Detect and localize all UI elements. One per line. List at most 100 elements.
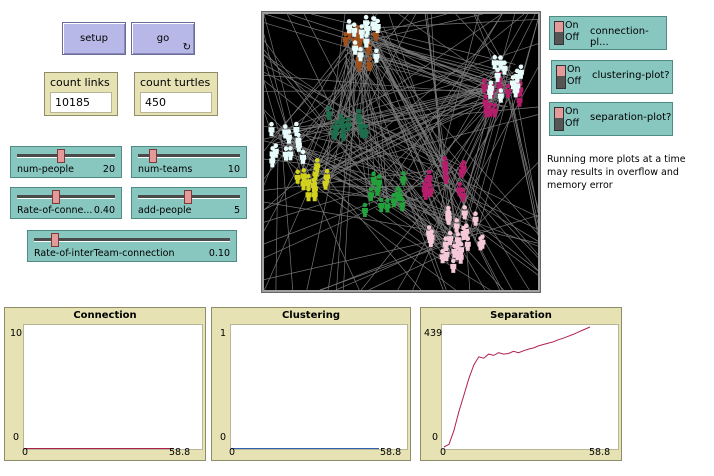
separation-plot-switch[interactable]: On Off separation-plot? (549, 102, 673, 136)
slider-thumb[interactable] (57, 149, 65, 163)
person-icon (447, 230, 454, 246)
connection-ymin-label: 0 (13, 432, 20, 443)
count-turtles-label: count turtles (140, 76, 211, 89)
person-icon (366, 56, 373, 72)
person-icon (295, 132, 302, 147)
person-icon (483, 103, 490, 118)
person-icon (497, 88, 504, 103)
connection-plot-switch[interactable]: On Off connection-pl... (549, 16, 667, 50)
person-icon (314, 158, 321, 173)
person-icon (346, 19, 353, 34)
person-icon (491, 54, 498, 70)
go-button-label: go (156, 33, 170, 44)
plot-warning-note: Running more plots at a time may results… (547, 153, 712, 192)
person-icon (374, 18, 381, 33)
person-icon (293, 121, 300, 136)
world-canvas (264, 14, 538, 290)
slider-track (34, 238, 230, 242)
person-icon (439, 249, 446, 264)
num-people-label: num-people (17, 164, 74, 175)
rate-of-connection-label: Rate-of-conne... (17, 205, 93, 216)
count-links-monitor: count links 10185 (44, 72, 118, 116)
person-icon (426, 169, 433, 184)
num-people-slider[interactable]: num-people 20 (10, 146, 122, 178)
person-icon (351, 22, 358, 37)
go-button[interactable]: go ↻ (131, 22, 195, 55)
person-icon (364, 20, 371, 35)
person-icon (472, 211, 479, 226)
slider-thumb[interactable] (149, 149, 157, 163)
clustering-plot-switch[interactable]: On Off clustering-plot? (551, 60, 673, 94)
switch-on-text: On (565, 106, 579, 117)
person-icon (300, 149, 306, 164)
person-icon (345, 117, 352, 132)
rate-of-connection-slider[interactable]: Rate-of-conne... 0.40 (10, 187, 122, 219)
person-icon (505, 83, 512, 98)
person-icon (517, 64, 524, 79)
note-line-3: memory error (547, 180, 613, 191)
rate-of-interteam-value: 0.10 (208, 248, 230, 259)
setup-button[interactable]: setup (62, 22, 126, 55)
connection-series-line (24, 448, 174, 449)
switch-toggle[interactable] (556, 65, 566, 89)
person-icon (322, 175, 329, 190)
person-icon (374, 181, 381, 196)
note-line-1: Running more plots at a time (547, 154, 686, 165)
count-turtles-value: 450 (140, 92, 212, 113)
person-icon (497, 55, 504, 70)
slider-track (17, 154, 115, 158)
num-teams-slider[interactable]: num-teams 10 (131, 146, 247, 178)
clustering-plot: Clustering 1 0 0 58.8 (211, 307, 411, 461)
world-view[interactable] (262, 12, 540, 292)
switch-off-text: Off (567, 76, 582, 87)
person-icon (305, 186, 312, 202)
count-links-value: 10185 (50, 92, 112, 113)
person-icon (358, 24, 365, 39)
separation-ymax-label: 439 (424, 328, 443, 339)
person-icon (300, 168, 307, 183)
connection-plot-area (23, 324, 203, 450)
person-icon (370, 171, 377, 186)
person-icon (352, 40, 359, 55)
connection-xmin-label: 0 (22, 447, 29, 458)
connection-ymax-label: 10 (10, 328, 23, 339)
clustering-ymin-label: 0 (220, 432, 227, 443)
switch-toggle[interactable] (554, 21, 564, 45)
separation-xmax-label: 58.8 (589, 447, 611, 458)
switch-on-text: On (567, 64, 581, 75)
connection-plot-label: connection-pl... (590, 26, 649, 48)
person-icon (400, 170, 407, 186)
add-people-slider[interactable]: add-people 5 (131, 187, 247, 219)
person-icon (427, 182, 434, 197)
person-icon (461, 205, 468, 220)
person-icon (272, 143, 279, 158)
slider-thumb[interactable] (51, 233, 59, 247)
person-icon (373, 48, 380, 63)
separation-ymin-label: 0 (432, 432, 439, 443)
forever-icon: ↻ (182, 42, 191, 53)
person-icon (450, 258, 457, 273)
person-icon (441, 156, 448, 171)
setup-button-label: setup (80, 33, 108, 44)
add-people-value: 5 (233, 205, 240, 216)
add-people-label: add-people (138, 205, 192, 216)
separation-plot: Separation 439 0 0 58.8 (420, 307, 622, 461)
switch-toggle[interactable] (554, 107, 564, 131)
person-icon (396, 187, 403, 202)
person-icon (463, 223, 470, 238)
rate-of-interteam-slider[interactable]: Rate-of-interTeam-connection 0.10 (27, 230, 237, 262)
person-icon (384, 198, 391, 213)
num-people-value: 20 (102, 164, 115, 175)
switch-knob (557, 66, 565, 76)
count-links-label: count links (50, 76, 110, 89)
person-icon (464, 236, 471, 251)
slider-thumb[interactable] (184, 190, 192, 204)
person-icon (426, 225, 433, 240)
switch-knob (555, 108, 563, 118)
slider-thumb[interactable] (52, 190, 60, 204)
person-icon (361, 202, 368, 217)
count-turtles-monitor: count turtles 450 (134, 72, 218, 116)
person-icon (305, 174, 312, 189)
clustering-xmax-label: 58.8 (380, 447, 402, 458)
rate-of-interteam-label: Rate-of-interTeam-connection (34, 248, 175, 259)
